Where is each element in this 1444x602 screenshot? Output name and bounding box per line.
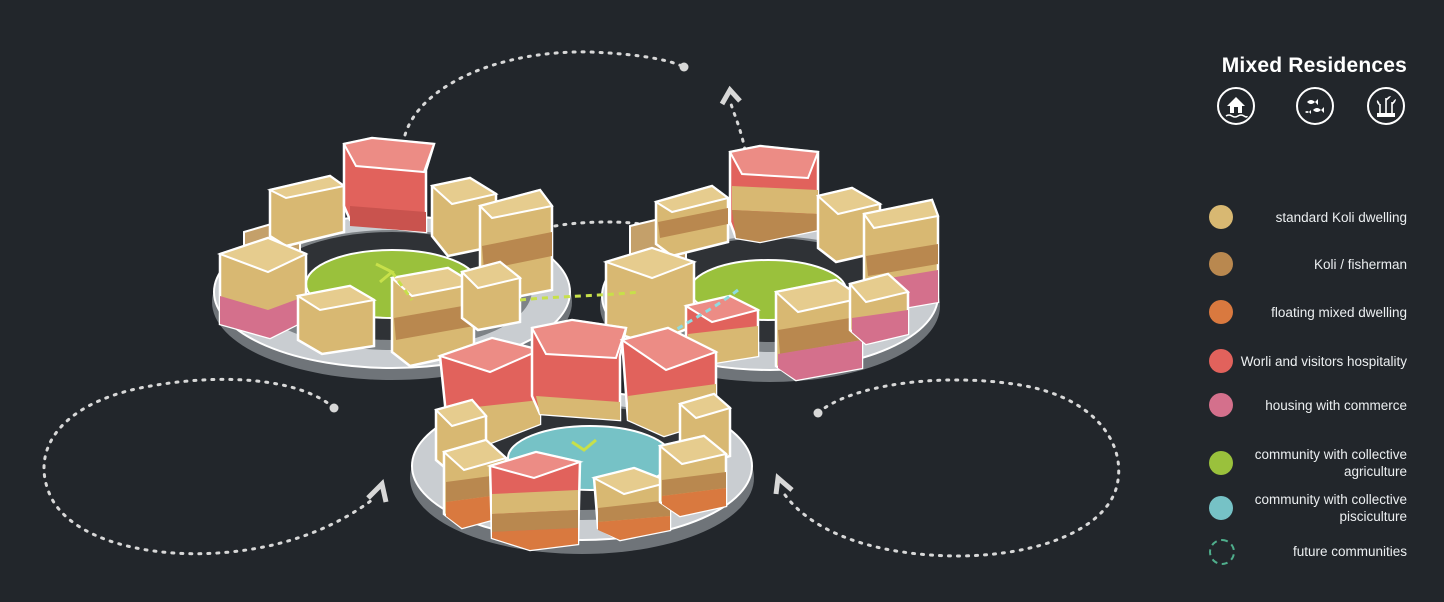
legend-item: Koli / fisherman: [1190, 247, 1444, 281]
building-block: [389, 266, 477, 368]
legend-title: Mixed Residences: [1221, 54, 1407, 77]
building-block-tower: [342, 136, 436, 234]
legend-item: floating mixed dwelling: [1190, 295, 1444, 329]
future-communities-loops: [42, 50, 1121, 558]
fish-school-icon: [1295, 86, 1335, 126]
loop-dot: [329, 403, 339, 413]
legend-item: future communities: [1190, 534, 1444, 568]
loop-dot: [679, 62, 689, 72]
legend-swatch: [1209, 539, 1235, 565]
legend-label: future communities: [1292, 543, 1407, 559]
legend-label: community with collective agriculture: [1254, 447, 1407, 479]
legend-swatch: [1209, 451, 1233, 475]
community-clusters-diagram: [42, 50, 1121, 558]
crop-plants-icon: [1366, 86, 1406, 126]
legend-swatch: [1209, 496, 1233, 520]
connector-dotted: [553, 220, 642, 228]
legend-item: community with collective agriculture: [1190, 446, 1444, 480]
loop-dot: [813, 408, 823, 418]
legend-label: standard Koli dwelling: [1275, 209, 1407, 225]
legend-label: Worli and visitors hospitality: [1240, 353, 1407, 369]
legend-item: standard Koli dwelling: [1190, 200, 1444, 234]
pod-pisciculture-front: [410, 318, 754, 554]
building-block-tower: [530, 318, 628, 422]
building-block: [591, 466, 674, 542]
loop-endpoints: [329, 62, 823, 418]
building-block: [486, 450, 584, 552]
legend-swatch: [1209, 252, 1233, 276]
legend-item: community with collective pisciculture: [1190, 491, 1444, 525]
building-block: [267, 174, 347, 248]
building-block: [773, 278, 865, 382]
building-block: [653, 184, 731, 258]
legend-swatch: [1209, 205, 1233, 229]
legend-swatch: [1209, 349, 1233, 373]
building-block: [460, 260, 523, 332]
loop-left: [42, 377, 374, 556]
loop-top-right: [728, 98, 747, 152]
loop-arrowheads: [366, 85, 794, 503]
loop-right: [783, 378, 1121, 558]
legend-item: housing with commerce: [1190, 388, 1444, 422]
legend-label: Koli / fisherman: [1313, 256, 1407, 272]
arrowhead-left: [366, 479, 389, 503]
pod-agriculture-left: [212, 136, 572, 380]
building-block-tower: [728, 144, 820, 244]
building-block: [848, 272, 911, 346]
building-block: [217, 236, 309, 340]
legend-label: community with collective pisciculture: [1254, 492, 1407, 524]
legend-label: housing with commerce: [1265, 397, 1407, 413]
arrowhead-top: [719, 85, 742, 106]
legend-swatch: [1209, 300, 1233, 324]
legend-swatch: [1209, 393, 1233, 417]
legend-item: Worli and visitors hospitality: [1190, 344, 1444, 378]
building-block: [657, 434, 729, 518]
arrowhead-right: [773, 473, 794, 495]
legend-label: floating mixed dwelling: [1271, 304, 1407, 320]
building-block: [295, 284, 377, 356]
house-on-water-icon: [1216, 86, 1256, 126]
loop-top: [403, 50, 686, 137]
flow-arrows: [375, 262, 597, 452]
